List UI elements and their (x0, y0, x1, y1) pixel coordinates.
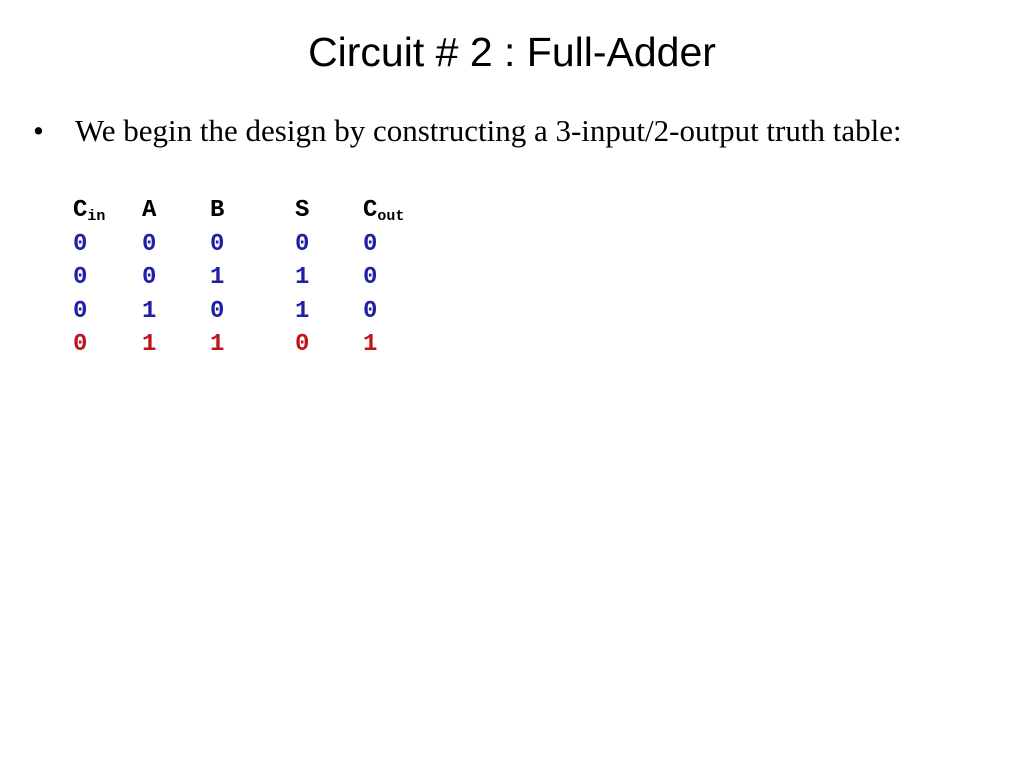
header-label: A (142, 197, 157, 225)
header-subscript: out (377, 208, 405, 226)
cell-s: 1 (295, 264, 310, 292)
cell-s: 1 (295, 297, 310, 325)
table-row: 0 0 1 1 0 (73, 261, 423, 295)
header-label: S (295, 197, 310, 225)
header-s: S (295, 194, 363, 228)
header-cout: Cout (363, 194, 423, 228)
cell-s: 0 (295, 331, 310, 359)
cell-b: 0 (210, 297, 225, 325)
cell-cin: 0 (73, 331, 88, 359)
cell-s: 0 (295, 230, 310, 258)
header-b: B (210, 194, 295, 228)
cell-a: 0 (142, 230, 157, 258)
header-label: C (363, 197, 378, 225)
cell-b: 1 (210, 264, 225, 292)
table-row: 0 1 0 1 0 (73, 295, 423, 329)
bullet-icon: • (33, 113, 44, 148)
header-cin: Cin (73, 194, 142, 228)
bullet-text: We begin the design by constructing a 3-… (75, 113, 902, 148)
header-subscript: in (87, 208, 106, 226)
cell-cin: 0 (73, 230, 88, 258)
cell-a: 1 (142, 331, 157, 359)
cell-b: 0 (210, 230, 225, 258)
header-label: C (73, 197, 88, 225)
slide-title: Circuit # 2 : Full-Adder (308, 29, 716, 75)
cell-cin: 0 (73, 264, 88, 292)
table-row: 0 0 0 0 0 (73, 228, 423, 262)
header-label: B (210, 197, 225, 225)
cell-cout: 0 (363, 230, 378, 258)
table-row: 0 1 1 0 1 (73, 328, 423, 362)
cell-cout: 0 (363, 297, 378, 325)
truth-table: Cin A B S Cout 0 0 0 0 0 0 0 1 1 0 0 1 0… (73, 194, 423, 362)
truth-table-header-row: Cin A B S Cout (73, 194, 423, 228)
cell-a: 0 (142, 264, 157, 292)
cell-a: 1 (142, 297, 157, 325)
cell-b: 1 (210, 331, 225, 359)
cell-cin: 0 (73, 297, 88, 325)
cell-cout: 0 (363, 264, 378, 292)
header-a: A (142, 194, 210, 228)
cell-cout: 1 (363, 331, 378, 359)
